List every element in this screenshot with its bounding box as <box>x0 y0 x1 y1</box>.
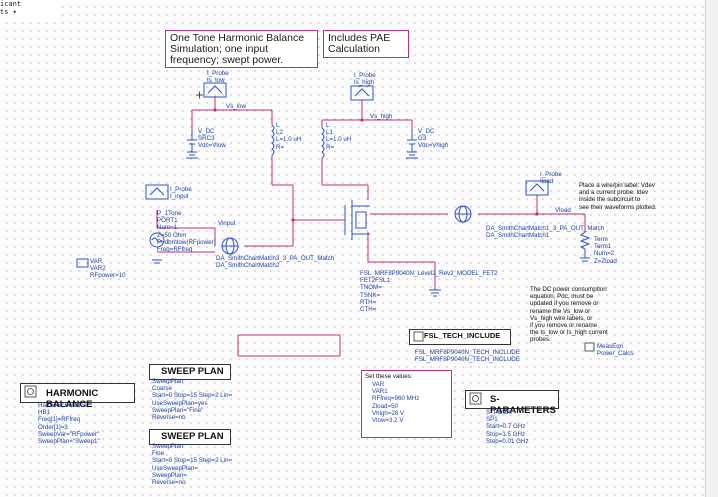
set-values-heading: Set these values: <box>365 373 413 380</box>
sweep-plan-2[interactable]: SWEEP PLAN <box>149 429 231 445</box>
harmonic-balance-block[interactable]: HARMONIC BALANCE <box>20 383 135 410</box>
sweep-plan-1-title: SWEEP PLAN <box>161 366 224 377</box>
l2-label[interactable]: L L2 L=1.0 uH R= <box>276 122 302 151</box>
node-vs-low[interactable]: Vs_low <box>226 103 246 110</box>
sweep-plan-2-params: SweepPlan Fine Start=0 Stop=15 Step=2 Li… <box>152 443 233 487</box>
match1-label[interactable]: DA_SmithChartMatch1_3_PA_OUT_Match DA_Sm… <box>486 225 605 240</box>
set-values-box[interactable]: Set these values: VAR VAR1 RFfreq=960 MH… <box>361 370 452 438</box>
probe-is-high-label[interactable]: I_Probe Is_high <box>354 72 376 87</box>
fet-label[interactable]: FSL_MRF8P9040N_Level2_Rev2_MODEL_FET2 FE… <box>360 270 498 314</box>
harmonic-balance-note: One Tone Harmonic Balance Simulation; on… <box>165 30 318 68</box>
match2-label[interactable]: DA_SmithChartMatch3_3_PA_OUT_Match DA_Sm… <box>216 255 335 270</box>
tech-include-block[interactable]: FSL_TECH_INCLUDE <box>409 329 511 345</box>
sweep-plan-1[interactable]: SWEEP PLAN <box>149 364 231 380</box>
harmonic-balance-title: HARMONIC BALANCE <box>46 388 99 410</box>
var2-label[interactable]: VAR VAR2 RFpower=10 <box>90 258 126 280</box>
chevron-down-icon[interactable]: ▾ <box>12 8 17 16</box>
s-parameters-title: S-PARAMETERS <box>490 394 556 416</box>
node-vs-high[interactable]: Vs_high <box>370 113 393 120</box>
node-vload[interactable]: Vload <box>555 207 571 214</box>
g3-label[interactable]: V_DC G3 Vdc=Vhigh <box>418 128 449 150</box>
sweep-plan-2-title: SWEEP PLAN <box>161 431 224 442</box>
tech-include-title: FSL_TECH_INCLUDE <box>424 331 501 340</box>
node-vinput[interactable]: Vinput <box>218 220 236 227</box>
harmonic-balance-params: HarmonicBalance HB1 Freq[1]=RFfreq Order… <box>38 402 100 446</box>
probe-is-low-label[interactable]: I_Probe Is_low <box>207 70 229 85</box>
top-left-fragment: icant ts ▾ <box>0 0 60 22</box>
top-fragment-line2: ts ▾ <box>0 8 60 16</box>
top-fragment-line2-text: ts <box>0 8 9 16</box>
src3-label[interactable]: V_DC SRC3 Vdc=Vlow <box>198 128 226 150</box>
probe-instructions: Place a wire/pin label: Vdev and a curre… <box>579 182 657 211</box>
s-parameters-params: S_Param SP1 Start=0.7 GHz Stop=1.5 GHz S… <box>486 409 529 445</box>
pae-note: Includes PAE Calculation <box>323 30 409 58</box>
term1-label[interactable]: Term Term1 Num=2 Z=Zload <box>594 236 617 265</box>
s-parameters-block[interactable]: S-PARAMETERS <box>465 390 559 416</box>
dc-power-note: The DC power consumption equation, Pdc, … <box>530 286 608 344</box>
sweep-plan-1-params: SweepPlan Coarse Start=0 Stop=15 Step=2 … <box>152 378 233 422</box>
tech-include-label: FSL_MRF8P9040N_TECH_INCLUDE FSL_MRF8P904… <box>415 349 520 364</box>
l1-label[interactable]: L L1 L=1.0 uH R= <box>326 122 352 151</box>
meas-eqn-label[interactable]: MeasEqn Power_Calcs <box>597 343 634 358</box>
set-values-var: VAR VAR1 RFfreq=960 MHz Zload=50 Vhigh=2… <box>372 381 420 425</box>
probe-i-input-label[interactable]: I_Probe I_input <box>170 186 192 201</box>
right-edge-pane <box>705 0 718 497</box>
probe-iload-label[interactable]: I_Probe Iload <box>540 171 562 186</box>
port1-label[interactable]: P_1Tone PORT1 Num=1 Z=50 Ohm P=dbmtow(RF… <box>157 210 216 254</box>
top-fragment-line1: icant <box>0 0 22 8</box>
